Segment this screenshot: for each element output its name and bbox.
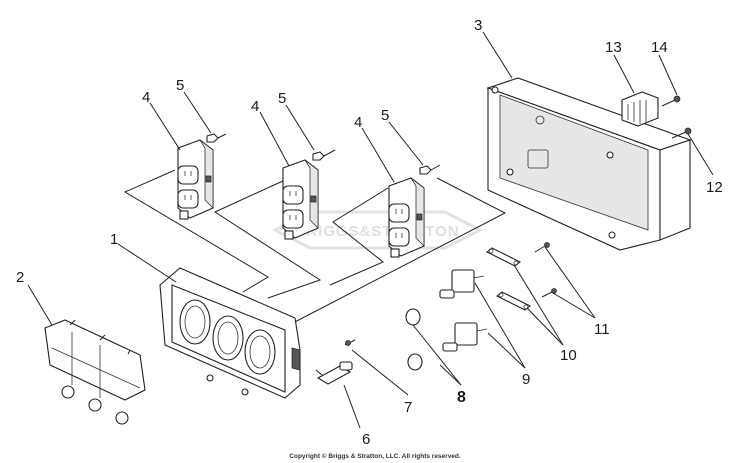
screw-14 [661,95,681,107]
callout-13: 13 [605,39,622,56]
outlet-cover [44,319,146,425]
callout-2: 2 [16,269,24,286]
watermark-text: BRIGGS&STRATTON [294,223,459,240]
callout-5a: 5 [176,77,184,94]
callout-6: 6 [362,431,370,448]
control-box [486,77,692,251]
callout-14: 14 [651,39,668,56]
nut-a [206,133,227,143]
circuit-breaker-a [439,269,485,299]
leader-lines [27,31,714,429]
wire-paths [123,169,507,326]
callout-7: 7 [404,399,412,416]
callout-5c: 5 [381,107,389,124]
receptacle-b [282,159,319,240]
callout-4c: 4 [354,114,362,131]
callout-8: 8 [457,389,466,406]
callout-9: 9 [522,371,530,388]
plug-part-6 [315,361,353,385]
breaker-cap-b [407,353,423,371]
callouts: 1 2 3 4 4 4 5 5 5 6 7 8 9 10 11 12 13 14 [16,17,723,448]
copyright-notice: Copyright © Briggs & Stratton, LLC. All … [289,452,461,460]
circuit-breaker-b [442,322,488,352]
callout-12: 12 [706,179,723,196]
callout-1: 1 [110,231,118,248]
faceplate [159,267,301,399]
callout-3: 3 [474,17,482,34]
breaker-cap-a [405,308,421,326]
bracket-b [495,291,532,311]
receptacle-c [388,177,425,258]
screw-11a [534,242,550,253]
callout-4a: 4 [142,89,150,106]
receptacle-a [177,139,214,220]
callout-11: 11 [594,321,610,338]
callout-5b: 5 [278,90,286,107]
terminal-block [621,91,659,127]
screw-11b [541,288,557,298]
nut-c [419,164,441,175]
nut-b [312,149,336,161]
callout-4b: 4 [251,98,259,115]
callout-10: 10 [560,347,577,364]
screw-part-7 [344,339,356,346]
bracket-a [485,247,522,267]
